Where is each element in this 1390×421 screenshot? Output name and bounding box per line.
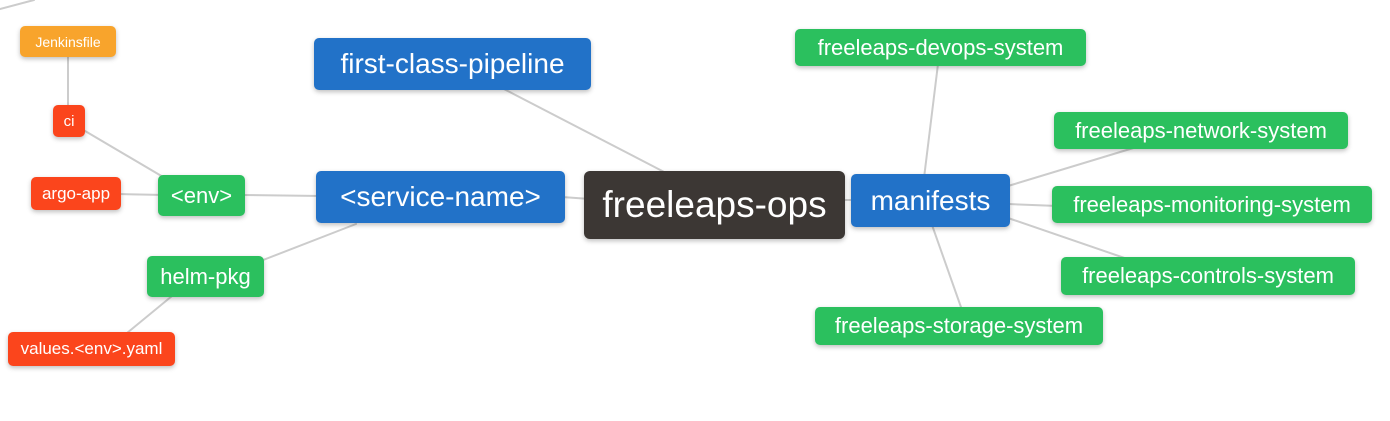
node-ci[interactable]: ci: [53, 105, 85, 137]
edge-helm-pkg-service-name: [257, 223, 357, 263]
edge-offscreen: [0, 0, 35, 10]
node-jenkinsfile[interactable]: Jenkinsfile: [20, 26, 116, 57]
edge-values-helm-pkg: [126, 295, 173, 334]
edge-pipeline-ops: [501, 87, 669, 175]
node-manifests[interactable]: manifests: [851, 174, 1010, 227]
edge-ci-env: [79, 127, 176, 185]
node-freeleaps-storage-system[interactable]: freeleaps-storage-system: [815, 307, 1103, 345]
edge-argo-app-env: [117, 193, 166, 196]
node-freeleaps-network-system[interactable]: freeleaps-network-system: [1054, 112, 1348, 149]
node-freeleaps-devops-system[interactable]: freeleaps-devops-system: [795, 29, 1086, 66]
node-helm-pkg[interactable]: helm-pkg: [147, 256, 264, 297]
node-argo-app[interactable]: argo-app: [31, 177, 121, 210]
edge-manifests-monitoring: [1007, 203, 1059, 207]
node-freeleaps-controls-system[interactable]: freeleaps-controls-system: [1061, 257, 1355, 295]
edge-manifests-devops: [923, 63, 939, 179]
edge-env-service-name: [241, 194, 323, 197]
node-env[interactable]: <env>: [158, 175, 245, 216]
edge-manifests-storage: [931, 224, 963, 311]
node-first-class-pipeline[interactable]: first-class-pipeline: [314, 38, 591, 90]
node-freeleaps-monitoring-system[interactable]: freeleaps-monitoring-system: [1052, 186, 1372, 223]
node-values-env-yaml[interactable]: values.<env>.yaml: [8, 332, 175, 366]
edge-manifests-network: [1007, 145, 1141, 187]
node-service-name[interactable]: <service-name>: [316, 171, 565, 223]
node-freeleaps-ops[interactable]: freeleaps-ops: [584, 171, 845, 239]
